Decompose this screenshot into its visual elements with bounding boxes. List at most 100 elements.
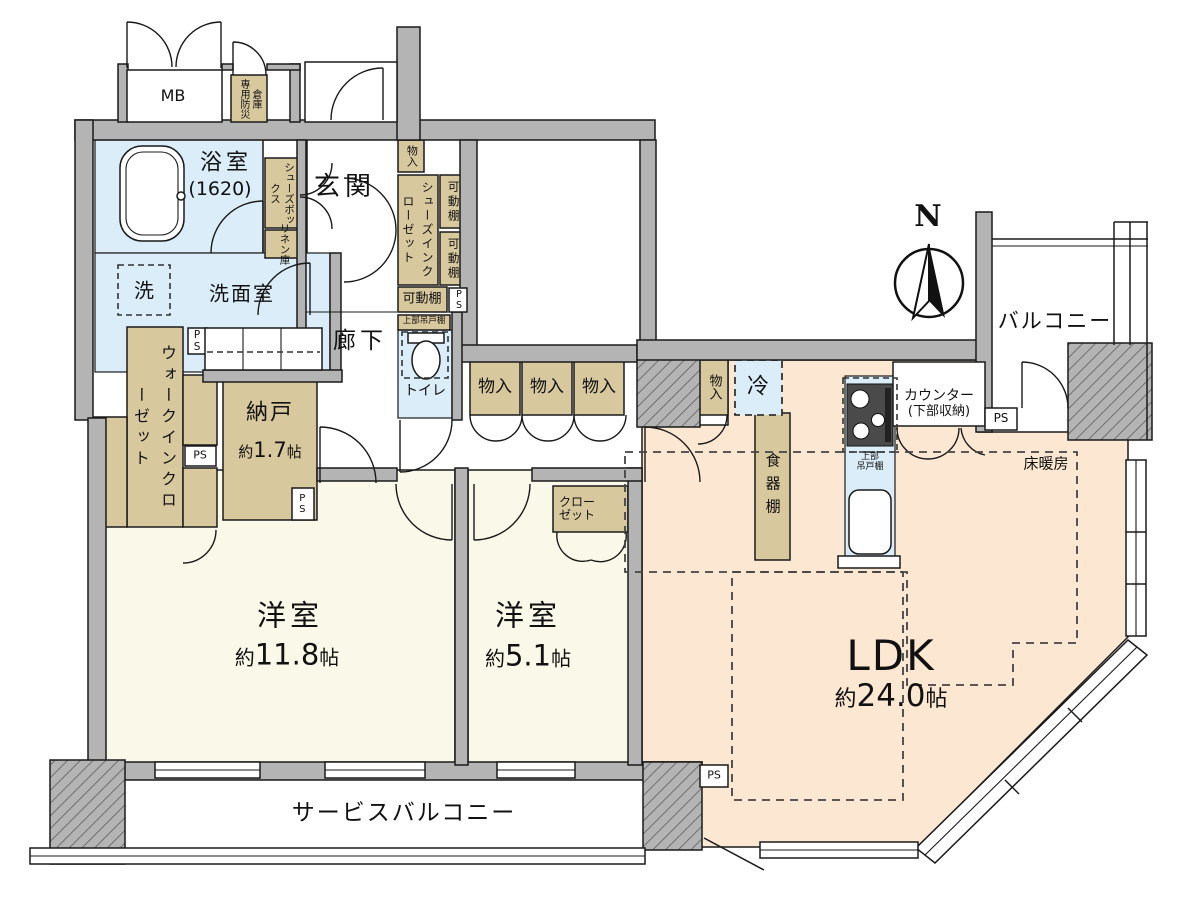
entrance-porch [304, 61, 398, 123]
wall-hatched-corner [1067, 342, 1153, 441]
bedroom2-door [473, 483, 531, 541]
compass-north-label: N [914, 198, 942, 234]
bedroom1-door [395, 483, 453, 541]
ps-label-south: PS [707, 768, 721, 782]
doors [126, 21, 1069, 564]
bedroom1-size-label: 約11.8帖 [235, 638, 340, 671]
kitchen-upper-cabinet-line2: 吊戸棚 [856, 462, 884, 472]
compass-needle-dark [929, 244, 945, 318]
ps-label-washroom: PS [191, 329, 204, 353]
counter-doors [896, 427, 986, 460]
hall-closet-label-2: 物入 [530, 377, 564, 398]
storage-top-block [397, 139, 425, 173]
sic-door-1 [343, 177, 397, 231]
bathroom-label: 浴室 [199, 150, 253, 176]
ldk-closet-label: 物入 [706, 374, 722, 400]
bedroom2-area: 5.1 [504, 638, 552, 673]
ldk-size-label: 約24.0帖 [834, 678, 948, 715]
closet-line2: ゼット [558, 508, 596, 522]
shelf-label-2: 可動棚 [446, 237, 461, 281]
storage-room-area: 1.7 [253, 437, 287, 462]
kitchen-counter-box [892, 361, 986, 427]
balcony-label: バルコニー [997, 308, 1113, 333]
washer-label: 洗 [134, 278, 154, 303]
fixtures [117, 145, 901, 569]
hall-closet-doors-3 [573, 414, 627, 442]
compass [893, 243, 965, 322]
hallway-label: 廊下 [333, 327, 387, 354]
storage-room-unit: 帖 [286, 442, 302, 461]
bedroom1-approx: 約 [234, 645, 255, 670]
toilet-upper-cabinet-block [397, 314, 451, 331]
storage-room-approx: 約 [238, 442, 254, 461]
ldk-approx: 約 [834, 687, 857, 713]
shoe-box-door-2 [299, 196, 333, 230]
ldk-unit: 帖 [925, 687, 948, 713]
bedroom2-approx: 約 [484, 646, 505, 671]
ps-label-sic: PS [453, 289, 465, 311]
bedroom2-size-label: 約5.1帖 [485, 639, 571, 672]
storage-top-label: 物入 [405, 145, 419, 167]
ps-shaft-kitchen [984, 407, 1018, 431]
balcony-door [1021, 361, 1069, 409]
service-balcony-label: サービスバルコニー [291, 799, 517, 826]
windows [29, 221, 1149, 871]
mb-label: MB [160, 85, 186, 105]
ldk-closet-door [697, 414, 728, 445]
mb-lintel-2 [266, 63, 301, 71]
shelf-label-3: 可動棚 [402, 291, 442, 307]
fridge-label: 冷 [746, 374, 770, 400]
floor-heating-label: 床暖房 [1023, 454, 1069, 473]
ps-shaft-storage-room [291, 487, 315, 521]
bathtub-faucet [176, 191, 186, 201]
compass-needle-light [911, 243, 930, 322]
wall-bedroom2-north [531, 467, 643, 482]
mb-door-right [175, 21, 222, 68]
floor-heating-zones [624, 451, 1078, 801]
ps-label-kitchen: PS [993, 411, 1009, 426]
floor-heating-zone-1 [624, 451, 1078, 686]
wall-left-upper [74, 119, 94, 421]
ps-shaft-sic [448, 287, 468, 313]
ps-label-storage-room: PS [296, 493, 308, 515]
linen-label: リネン庫 [278, 223, 291, 265]
bedroom1-area: 11.8 [254, 637, 320, 672]
hall-closet-label-3: 物入 [582, 377, 616, 398]
fridge-space [734, 359, 783, 416]
ldk-area: 24.0 [856, 678, 926, 715]
counter-line1: カウンター [904, 388, 974, 404]
washroom-door [257, 262, 311, 316]
wic-block-upper [182, 374, 218, 446]
closet-line1: クロー [558, 495, 596, 509]
shoe-box-label: シューズボックス [269, 161, 295, 225]
hall-closet-label-1: 物入 [478, 377, 512, 398]
ps-shaft-south [699, 764, 729, 788]
wic-block-lower [182, 467, 218, 528]
bedroom2-unit: 帖 [551, 646, 572, 671]
toilet-label: トイレ [404, 382, 446, 399]
ps-label-wic: PS [193, 448, 207, 462]
disaster-store-box [230, 74, 268, 123]
sic-label: シューズインクローゼット [401, 181, 434, 279]
disaster-store-label: 専用防災倉庫 [238, 79, 261, 119]
wall-bedroom1-north [316, 467, 398, 482]
disaster-store-door [232, 41, 267, 76]
wall-bedroom-divider [454, 467, 469, 766]
toilet-upper-cabinet-label: 上部吊戸棚 [402, 316, 446, 327]
ldk-balcony-door-leaf [703, 837, 765, 871]
shoe-box-door-1 [299, 162, 333, 196]
washer-space [117, 264, 171, 316]
toilet-door [399, 419, 453, 473]
counter-line2: (下部収納) [907, 404, 971, 419]
kitchen-counter-end [837, 555, 901, 569]
entrance-door [330, 67, 384, 121]
shelf-block-3 [397, 286, 448, 313]
bedroom2-closet-doors [556, 531, 627, 563]
kitchen-sink [848, 489, 892, 555]
pillar-south-center [642, 761, 703, 851]
cupboard-label: 食器棚 [763, 452, 782, 522]
bedroom2-label: 洋室 [494, 598, 562, 633]
toilet-bowl [411, 340, 441, 380]
